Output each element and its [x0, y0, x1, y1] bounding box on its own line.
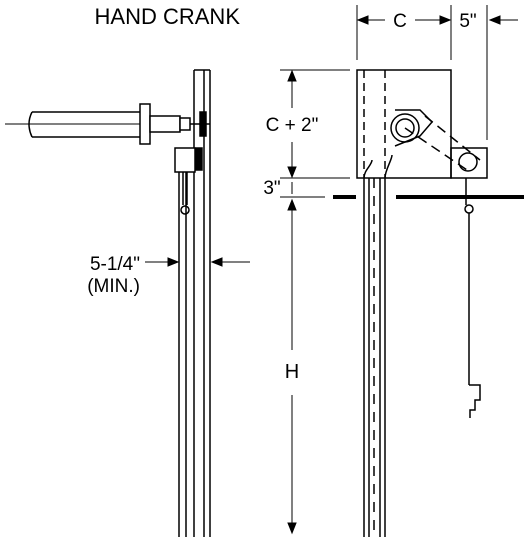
- side-view: [5, 69, 211, 537]
- label-c: C: [393, 11, 407, 32]
- label-five-quarter: 5-1/4": [90, 254, 140, 275]
- dimension-3-in: [280, 182, 325, 198]
- dimension-h: [287, 198, 297, 535]
- label-three-in: 3": [263, 178, 280, 199]
- dimension-5-in: [486, 5, 518, 140]
- dimension-c-plus-2: [280, 69, 350, 179]
- label-five-in: 5": [459, 11, 476, 32]
- dimension-c: [356, 5, 452, 60]
- front-view: [333, 69, 524, 537]
- diagram-title: HAND CRANK: [95, 4, 241, 29]
- dimension-5-1-4: [145, 257, 250, 267]
- label-c-plus-2: C + 2": [266, 115, 319, 136]
- label-min: (MIN.): [87, 276, 140, 297]
- label-h: H: [285, 361, 299, 383]
